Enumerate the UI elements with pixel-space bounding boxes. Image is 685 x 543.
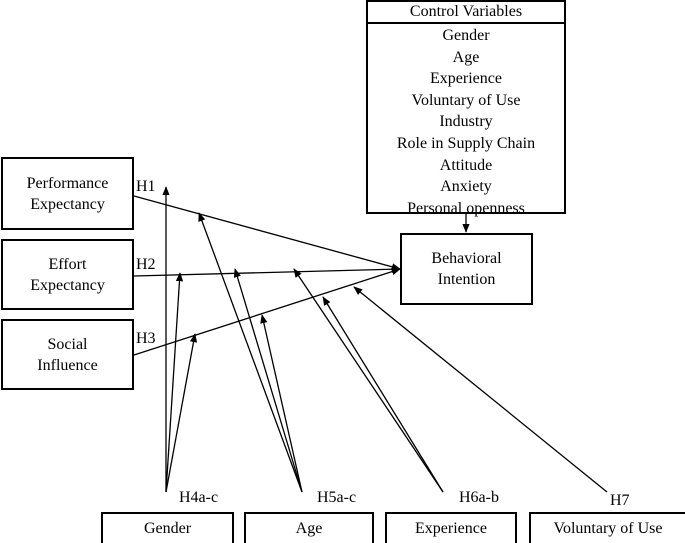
- performance-expectancy-line2: Expectancy: [30, 195, 105, 213]
- social-influence-box: Social Influence: [1, 319, 134, 390]
- hypothesis-h2-label: H2: [136, 256, 156, 273]
- social-influence-line1: Social: [47, 335, 88, 353]
- control-variable-item: Anxiety: [440, 178, 492, 196]
- hypothesis-h4-label: H4a-c: [179, 489, 219, 506]
- arrow-gender-h3: [165, 333, 198, 493]
- performance-expectancy-line1: Performance: [26, 174, 109, 192]
- effort-expectancy-line1: Effort: [48, 255, 87, 273]
- hypothesis-h3-label: H3: [136, 330, 156, 347]
- control-variables-title: Control Variables: [368, 2, 564, 24]
- effort-expectancy-box: Effort Expectancy: [1, 239, 134, 310]
- arrow-voluntary-h7: [353, 286, 608, 493]
- hypothesis-h6-label: H6a-b: [459, 489, 499, 506]
- arrow-experience-h2: [293, 268, 444, 493]
- control-variables-box: Control Variables Gender Age Experience …: [366, 0, 566, 217]
- arrow-h3-social: [133, 268, 401, 356]
- arrow-gender-h2: [165, 272, 184, 493]
- arrow-age-h1: [198, 212, 303, 493]
- control-variable-item: Role in Supply Chain: [396, 134, 536, 152]
- control-variable-item: Attitude: [439, 156, 493, 174]
- arrow-age-h3: [260, 314, 303, 493]
- control-variable-item: Age: [452, 48, 480, 66]
- behavioral-intention-line1: Behavioral: [431, 250, 502, 267]
- social-influence-line2: Influence: [37, 356, 98, 374]
- experience-box: Experience: [385, 512, 517, 543]
- behavioral-intention-line2: Intention: [437, 271, 496, 288]
- age-label: Age: [295, 520, 323, 537]
- hypothesis-h1-label: H1: [136, 178, 156, 195]
- control-variable-item: Personal openness: [407, 199, 525, 217]
- control-variable-item: Industry: [439, 113, 493, 131]
- voluntary-of-use-box: Voluntary of Use: [529, 512, 685, 543]
- hypothesis-h5-label: H5a-c: [317, 489, 357, 506]
- age-box: Age: [244, 512, 374, 543]
- arrow-experience-h3: [322, 296, 444, 493]
- behavioral-intention-box: Behavioral Intention: [400, 233, 533, 305]
- control-variable-item: Gender: [442, 27, 490, 44]
- arrow-age-h2: [233, 268, 303, 493]
- arrow-h2-effort: [133, 265, 401, 277]
- voluntary-of-use-label: Voluntary of Use: [553, 520, 663, 537]
- control-variable-item: Experience: [430, 70, 502, 88]
- arrow-h1-performance: [133, 195, 401, 271]
- control-variable-item: Voluntary of Use: [411, 91, 521, 109]
- gender-label: Gender: [143, 520, 192, 537]
- effort-expectancy-line2: Expectancy: [30, 276, 105, 294]
- experience-label: Experience: [415, 520, 487, 537]
- gender-box: Gender: [101, 512, 234, 543]
- performance-expectancy-box: Performance Expectancy: [1, 157, 134, 230]
- hypothesis-h7-label: H7: [610, 492, 630, 509]
- control-variables-list: Gender Age Experience Voluntary of Use I…: [368, 24, 564, 219]
